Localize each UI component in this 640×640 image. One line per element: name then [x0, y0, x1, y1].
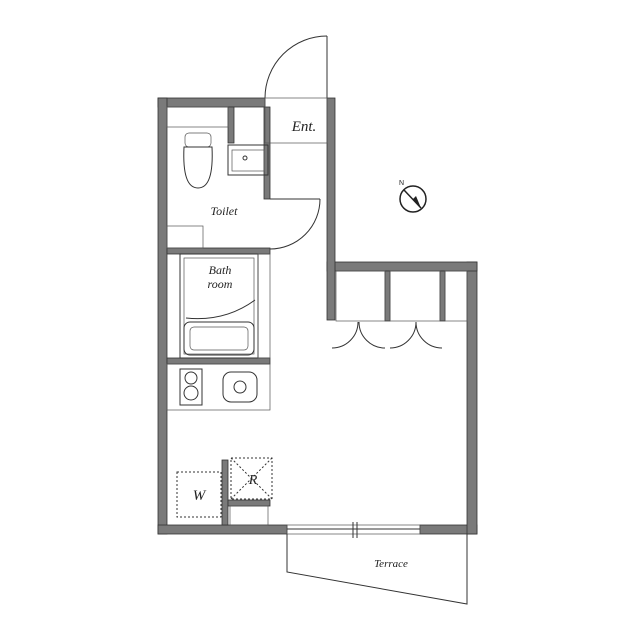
stove-burner-icon [184, 371, 198, 385]
kitchen-counter [166, 363, 271, 411]
washer-label: W [193, 488, 207, 504]
terrace-label: Terrace [374, 558, 408, 570]
window [286, 522, 421, 538]
stove-burner-icon [183, 385, 199, 401]
toilet-fixture [166, 106, 229, 189]
bathroom-unit [179, 253, 271, 359]
walls [157, 97, 478, 535]
entrance-door [264, 35, 328, 144]
toilet-door [269, 198, 321, 250]
compass-north-label: N [399, 180, 404, 187]
washer-space [176, 471, 222, 518]
closets [331, 270, 468, 349]
storage-box [229, 505, 269, 526]
refrigerator-space [230, 457, 273, 500]
entrance-label: Ent. [291, 119, 317, 135]
terrace-outline [286, 534, 468, 605]
compass-icon: N [399, 180, 427, 213]
toilet-label: Toilet [211, 204, 239, 218]
kitchen-sink-icon [222, 371, 258, 403]
toilet-shelf [166, 225, 204, 249]
bath-label-2: room [208, 277, 233, 291]
bath-label-1: Bath [209, 263, 232, 277]
sink-icon [227, 144, 269, 176]
refrigerator-label: R [248, 473, 258, 488]
